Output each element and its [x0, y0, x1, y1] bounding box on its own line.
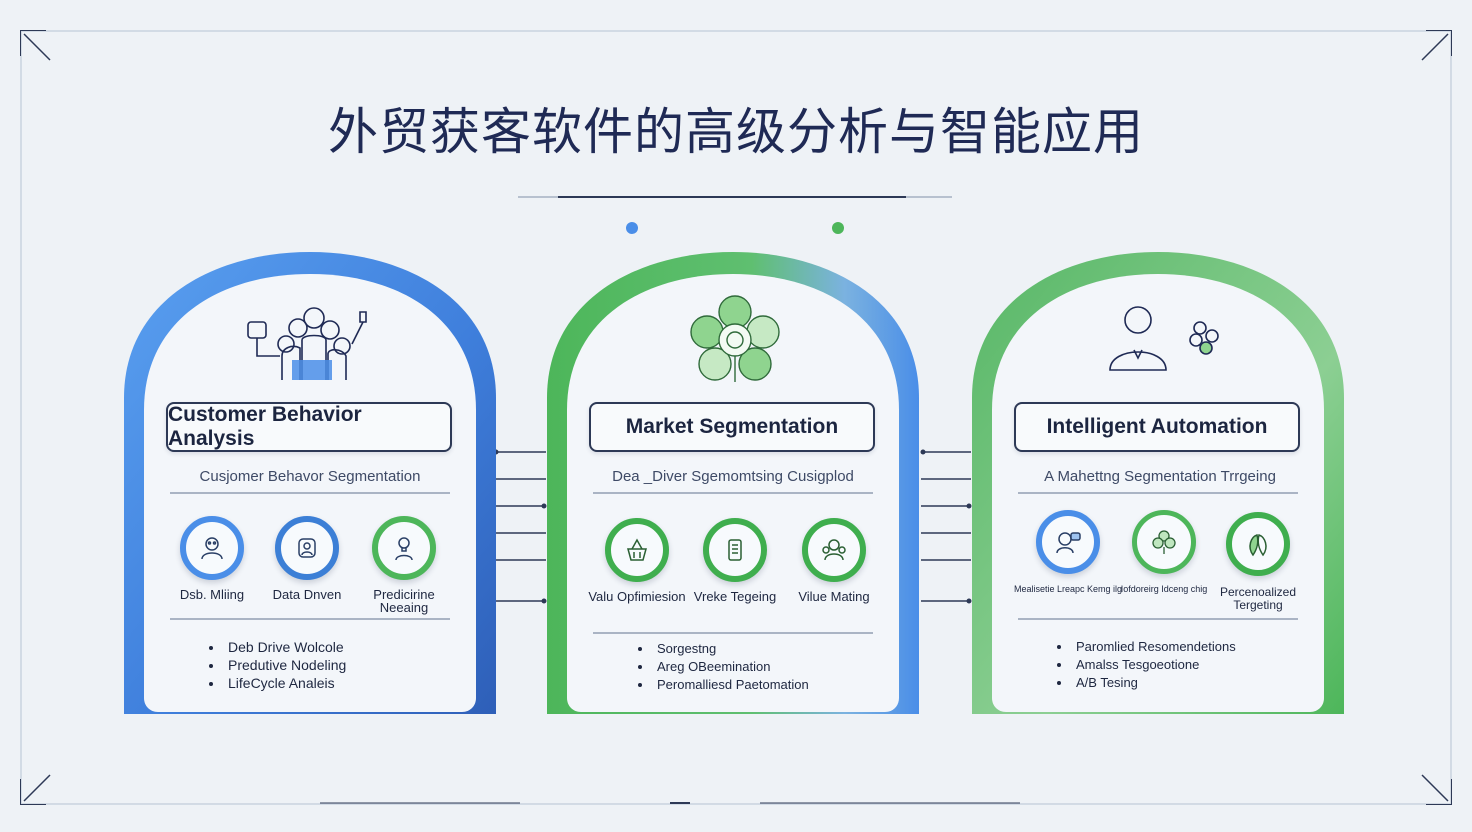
title-underline-right [906, 196, 952, 198]
person-badge-icon [298, 538, 316, 558]
bullet-item: Paromlied Resomendetions [1072, 638, 1236, 656]
card-label: Market Segmentation [589, 402, 875, 452]
feature-circle [802, 518, 866, 582]
card-subtitle: Dea _Diver Sgemomtsing Cusigplod [612, 468, 854, 485]
page-title: 外贸获客软件的高级分析与智能应用 [328, 103, 1144, 161]
feature-label: Iofdoreirg Idceng chig [1120, 584, 1208, 594]
bullet-list: Sorgestng Areg OBeemination Peromalliesd… [633, 640, 809, 694]
feature-circle [1036, 510, 1100, 574]
title-underline-left [518, 196, 558, 198]
flower-network-icon [690, 295, 780, 382]
card-market-segmentation: Market Segmentation Dea _Diver Sgemomtsi… [545, 248, 925, 718]
feature-circle [275, 516, 339, 580]
feature-label: Mealisetie Lreapc Kemg ilg [1013, 584, 1123, 594]
feature-label: Vreke Tegeing [693, 589, 777, 604]
leaf-icon [1249, 534, 1267, 557]
green-dot [832, 222, 844, 234]
blue-dot [626, 222, 638, 234]
card-customer-behavior: Customer Behavior Analysis Cusjomer Beha… [122, 248, 502, 718]
bullet-item: Amalss Tesgoeotione [1072, 656, 1236, 674]
feature-label: Data Dnven [272, 587, 342, 602]
feature-circle [1132, 510, 1196, 574]
divider [593, 492, 873, 494]
bullet-item: Sorgestng [653, 640, 809, 658]
bullet-item: LifeCycle Analeis [224, 674, 346, 692]
bullet-item: A/B Tesing [1072, 674, 1236, 692]
title-underline [558, 196, 906, 198]
robot-icon [201, 537, 223, 560]
divider [170, 618, 450, 620]
feature-circle [180, 516, 244, 580]
feature-label: Dsb. Mliing [179, 587, 245, 602]
feature-label: Vilue Mating [798, 589, 870, 604]
group-icon [822, 539, 846, 561]
divider [1018, 492, 1298, 494]
bulb-person-icon [395, 537, 413, 561]
feature-circle [703, 518, 767, 582]
feature-circle [605, 518, 669, 582]
feature-label: Percenoalized Tergeting [1219, 585, 1297, 612]
card-intelligent-automation: Intelligent Automation A Mahettng Segmen… [970, 248, 1350, 718]
bullet-item: Deb Drive Wolcole [224, 638, 346, 656]
feature-circle [1226, 512, 1290, 576]
bullet-item: Areg OBeemination [653, 658, 809, 676]
outer-frame [20, 30, 1452, 805]
feature-circle [372, 516, 436, 580]
bullet-item: Peromalliesd Paetomation [653, 676, 809, 694]
card-label: Customer Behavior Analysis [166, 402, 452, 452]
tag-icon [728, 539, 742, 561]
feature-label: Valu Opfimiesion [588, 589, 686, 604]
divider [170, 492, 450, 494]
bullet-list: Deb Drive Wolcole Predutive Nodeling Lif… [204, 638, 346, 692]
divider [1018, 618, 1298, 620]
card-label: Intelligent Automation [1014, 402, 1300, 452]
clover-icon [1152, 530, 1176, 554]
card-subtitle: A Mahettng Segmentation Trrgeing [1044, 468, 1276, 485]
person-network-icon [1109, 306, 1219, 371]
robot-chat-icon [1056, 532, 1081, 554]
people-group-icon [247, 307, 367, 380]
bullet-item: Predutive Nodeling [224, 656, 346, 674]
divider [593, 632, 873, 634]
basket-icon [627, 538, 647, 561]
feature-label: Predicirine Neeaing [373, 587, 435, 615]
bullet-list: Paromlied Resomendetions Amalss Tesgoeot… [1052, 638, 1236, 692]
card-subtitle: Cusjomer Behavor Segmentation [199, 468, 421, 485]
